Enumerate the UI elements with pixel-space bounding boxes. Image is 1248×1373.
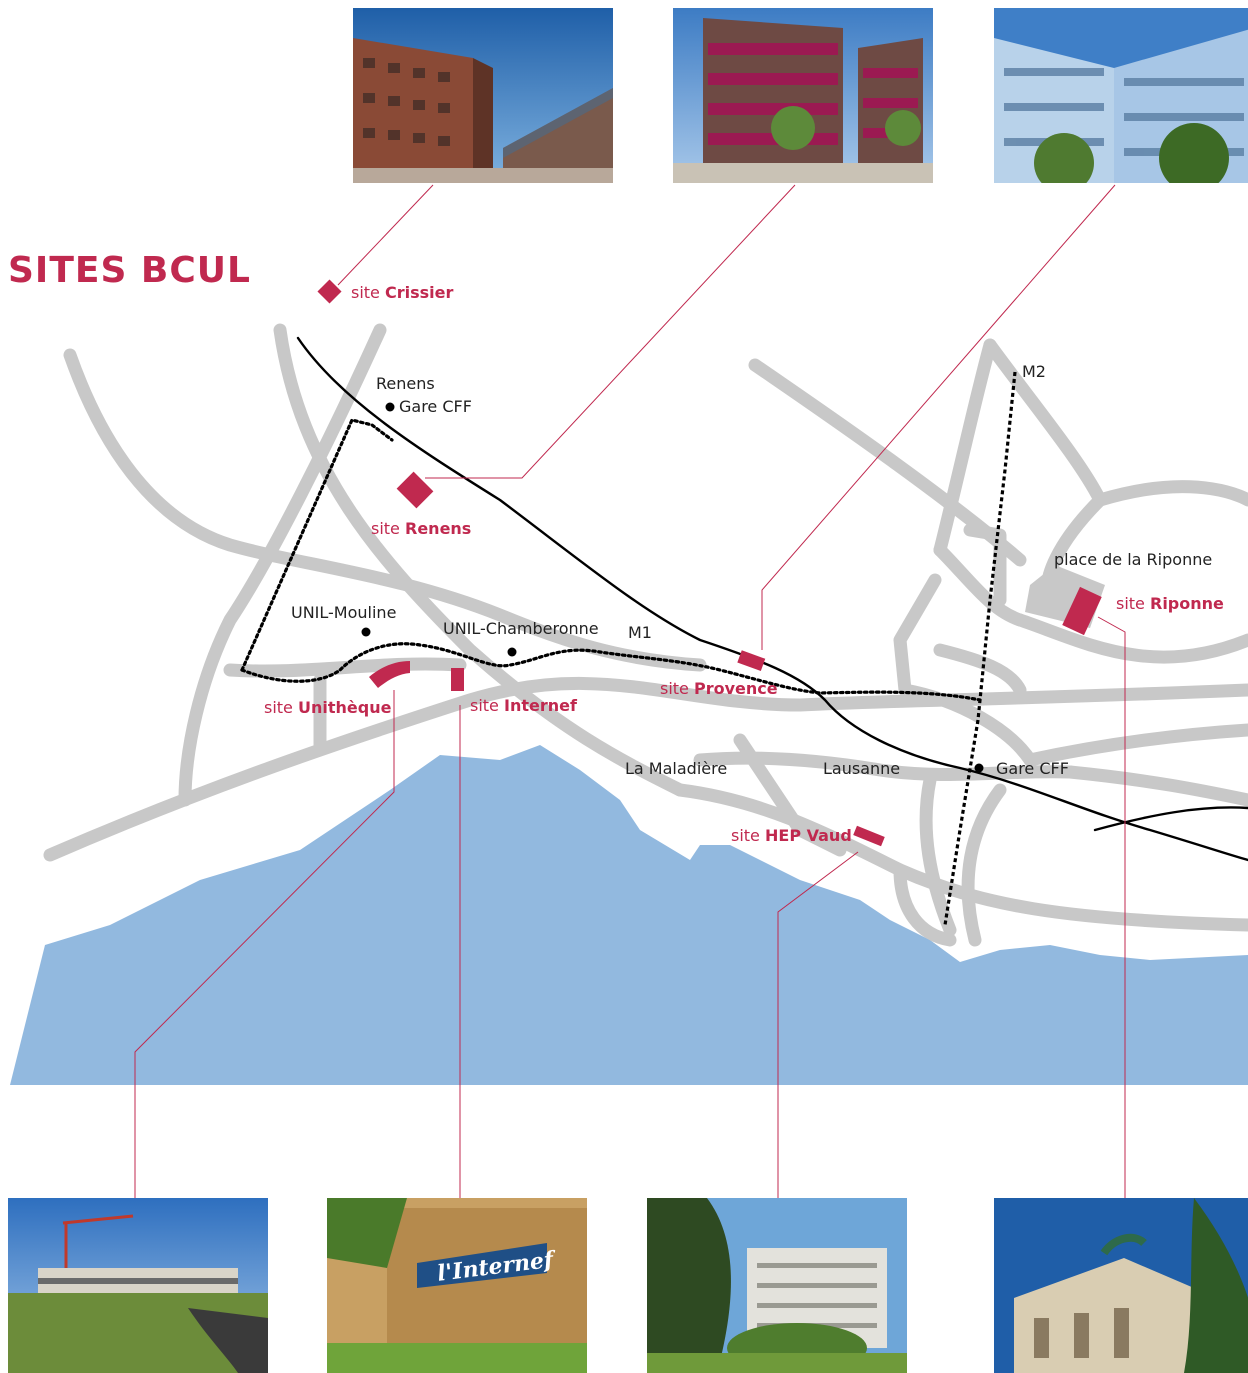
marker-hep-vaud — [853, 825, 885, 847]
hep-vaud-photo — [647, 1198, 907, 1373]
lake-leman — [10, 745, 1248, 1085]
unitheque-photo — [8, 1198, 268, 1373]
marker-riponne — [1062, 586, 1102, 636]
station-renens — [385, 402, 395, 412]
site-prefix: site — [660, 679, 689, 698]
place-riponne: place de la Riponne — [1054, 550, 1213, 569]
leader-lines — [134, 184, 1126, 1198]
site-label-crissier[interactable]: site Crissier — [351, 283, 453, 303]
riponne-photo — [994, 1198, 1248, 1373]
marker-provence — [737, 650, 766, 672]
site-markers — [317, 279, 1102, 847]
place-renens: Renens — [376, 374, 435, 393]
marker-unitheque — [369, 661, 410, 688]
place-la-maladiere: La Maladière — [625, 759, 728, 778]
crissier-photo — [353, 8, 613, 183]
site-label-provence[interactable]: site Provence — [660, 679, 778, 699]
site-prefix: site — [731, 826, 760, 845]
site-name: Renens — [405, 519, 472, 538]
provence-photo — [994, 8, 1248, 183]
site-prefix: site — [470, 696, 499, 715]
marker-renens — [396, 471, 434, 509]
marker-internef — [451, 668, 464, 691]
site-name: Riponne — [1150, 594, 1224, 613]
site-name: Crissier — [385, 283, 454, 302]
site-label-unitheque[interactable]: site Unithèque — [264, 698, 391, 718]
site-prefix: site — [351, 283, 380, 302]
site-label-riponne[interactable]: site Riponne — [1116, 594, 1224, 614]
station-dots — [361, 402, 984, 773]
site-name: Internef — [504, 696, 577, 715]
metro-m1 — [240, 418, 982, 702]
place-unil-chamberonne: UNIL-Chamberonne — [443, 619, 599, 638]
site-prefix: site — [264, 698, 293, 717]
railway — [296, 336, 1248, 862]
site-label-renens[interactable]: site Renens — [371, 519, 471, 539]
station-lausanne — [974, 763, 984, 773]
place-gare-lausanne: Gare CFF — [996, 759, 1069, 778]
marker-crissier — [317, 279, 342, 304]
internef-photo: l'Internef — [327, 1198, 587, 1373]
metro-m1-label: M1 — [628, 623, 652, 642]
site-prefix: site — [1116, 594, 1145, 613]
place-lausanne: Lausanne — [823, 759, 901, 778]
page-title: SITES BCUL — [8, 250, 251, 291]
site-prefix: site — [371, 519, 400, 538]
place-gare-renens: Gare CFF — [399, 397, 472, 416]
renens-photo — [673, 8, 933, 183]
site-name: Provence — [694, 679, 778, 698]
site-name: Unithèque — [298, 698, 392, 717]
station-unil-mouline — [361, 627, 371, 637]
site-label-internef[interactable]: site Internef — [470, 696, 577, 716]
station-unil-chamberonne — [507, 647, 517, 657]
site-label-hep-vaud[interactable]: site HEP Vaud — [731, 826, 852, 846]
metro-m2-label: M2 — [1022, 362, 1046, 381]
metro-m2 — [943, 371, 1017, 926]
site-name: HEP Vaud — [765, 826, 852, 845]
place-unil-mouline: UNIL-Mouline — [291, 603, 397, 622]
